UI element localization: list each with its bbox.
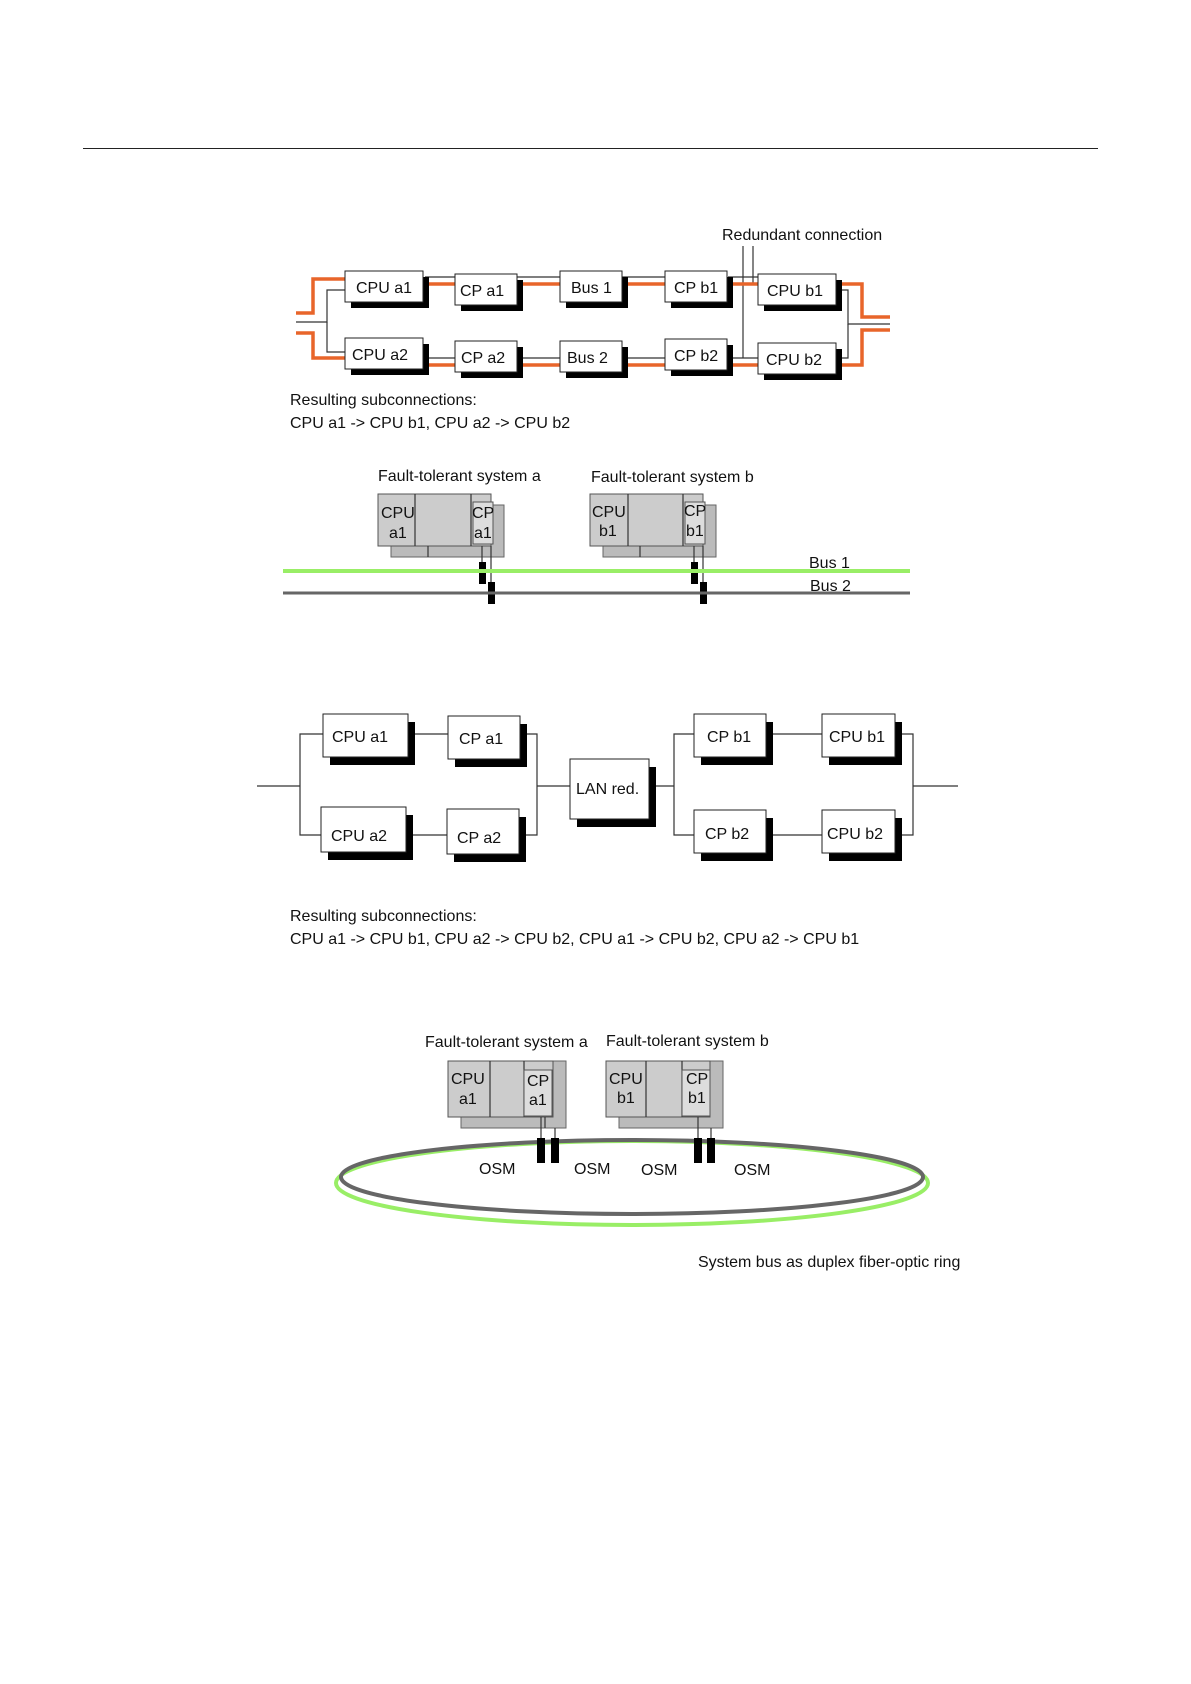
box-label: CP b2 (705, 826, 749, 843)
box-cp-b2: CP b2 (664, 338, 733, 376)
box-label: CP a1 (459, 731, 503, 748)
fig1-caption-line-1: Resulting subconnections: (290, 392, 477, 409)
box-cp-b1: CP b1 (664, 270, 733, 308)
box-cpu-b2: CPU b2 (757, 342, 842, 380)
box-cpu-a1: CPU a1 (322, 713, 415, 765)
path-right-bottom (835, 328, 890, 367)
box-label: Bus 2 (567, 350, 608, 367)
box-cp-a2: CP a2 (446, 808, 526, 862)
figure-lan-redundant: CPU a1 CP a1 CPU a2 CP a2 LAN red. CP b1 (257, 713, 958, 862)
rack-b-cpu-label: CPU (609, 1071, 643, 1088)
thin-left-top (296, 289, 345, 323)
rack-b-cp-label: CP (684, 503, 706, 520)
box-label: CPU a1 (332, 729, 388, 746)
path-left-top (296, 277, 345, 315)
box-label: Bus 1 (571, 280, 612, 297)
connector-a-1 (537, 1138, 545, 1163)
box-label: CPU a2 (331, 828, 387, 845)
box-cp-a1: CP a1 (447, 715, 527, 767)
box-bus-1: Bus 1 (559, 270, 628, 308)
rack-system-b: CPU b1 CP b1 (589, 493, 717, 558)
system-a-label: Fault-tolerant system a (425, 1034, 588, 1051)
system-a-label: Fault-tolerant system a (378, 468, 541, 485)
rack-a-cp-label: CP (472, 505, 494, 522)
rack-b-cp-label-2: b1 (686, 523, 704, 540)
connector-b-1 (694, 1138, 702, 1163)
box-label: CP a2 (461, 350, 505, 367)
box-label: CPU b1 (829, 729, 885, 746)
rack-b-cp-label-2: b1 (688, 1090, 706, 1107)
box-label: LAN red. (576, 781, 639, 798)
bus-2-label: Bus 2 (810, 578, 851, 595)
fig3-caption-line-2: CPU a1 -> CPU b1, CPU a2 -> CPU b2, CPU … (290, 931, 860, 948)
box-label: CPU a2 (352, 347, 408, 364)
box-label: CPU a1 (356, 280, 412, 297)
rack-system-a: CPU a1 CP a1 (377, 493, 505, 558)
fig3-caption-line-1: Resulting subconnections: (290, 908, 477, 925)
rack-b-cpu-label-2: b1 (599, 523, 617, 540)
box-cp-b1: CP b1 (693, 713, 773, 765)
box-cpu-b1: CPU b1 (757, 273, 842, 311)
rack-a-cp-label-2: a1 (529, 1092, 547, 1109)
box-label: CP b1 (674, 280, 718, 297)
box-cp-b2: CP b2 (693, 809, 773, 861)
rack-a-cpu-label: CPU (381, 505, 415, 522)
rack-system-a: CPU a1 CP a1 (447, 1060, 567, 1129)
system-b-label: Fault-tolerant system b (591, 469, 754, 486)
osm-label-3: OSM (641, 1162, 677, 1179)
path-right-top (835, 282, 890, 319)
box-cpu-a1: CPU a1 (344, 270, 429, 308)
box-lan-red: LAN red. (569, 758, 656, 827)
rack-a-cp-label-2: a1 (474, 525, 492, 542)
rack-a-cpu-label: CPU (451, 1071, 485, 1088)
connector-a-2 (551, 1138, 559, 1163)
fig1-caption-line-2: CPU a1 -> CPU b1, CPU a2 -> CPU b2 (290, 415, 571, 432)
box-label: CP b1 (707, 729, 751, 746)
box-label: CPU b1 (767, 283, 823, 300)
box-bus-2: Bus 2 (559, 340, 628, 378)
box-cpu-a2: CPU a2 (320, 806, 413, 860)
figure-bus-system: Fault-tolerant system a Fault-tolerant s… (283, 468, 910, 604)
figure-redundant-connection: Redundant connection CPU a1 (296, 227, 890, 380)
thin-left-bottom (326, 322, 345, 353)
box-label: CPU b2 (827, 826, 883, 843)
box-cpu-b2: CPU b2 (821, 809, 902, 861)
rack-b-cpu-label: CPU (592, 504, 626, 521)
box-cp-a2: CP a2 (454, 340, 523, 378)
rack-b-cp-label: CP (686, 1071, 708, 1088)
rack-system-b: CPU b1 CP b1 (605, 1060, 724, 1129)
fig4-caption: System bus as duplex fiber-optic ring (698, 1254, 961, 1271)
rack-a-cp-label: CP (527, 1073, 549, 1090)
ring-inner (339, 1138, 925, 1216)
box-label: CP b2 (674, 348, 718, 365)
bus-1-label: Bus 1 (809, 555, 850, 572)
box-cp-a1: CP a1 (454, 273, 523, 311)
rack-a-cpu-label-2: a1 (389, 525, 407, 542)
osm-label-1: OSM (479, 1161, 515, 1178)
osm-label-2: OSM (574, 1161, 610, 1178)
path-left-bottom (296, 331, 345, 360)
connector-b-2 (707, 1138, 715, 1163)
osm-label-4: OSM (734, 1162, 770, 1179)
box-label: CP a1 (460, 283, 504, 300)
box-label: CP a2 (457, 830, 501, 847)
system-b-label: Fault-tolerant system b (606, 1033, 769, 1050)
figure-fiber-ring: Fault-tolerant system a Fault-tolerant s… (334, 1033, 930, 1227)
box-cpu-b1: CPU b1 (821, 713, 902, 765)
header-rule (83, 148, 1098, 149)
rack-a-cpu-label-2: a1 (459, 1091, 477, 1108)
box-label: CPU b2 (766, 352, 822, 369)
redundant-connection-label: Redundant connection (722, 227, 882, 244)
rack-b-cpu-label-2: b1 (617, 1090, 635, 1107)
box-cpu-a2: CPU a2 (344, 337, 429, 375)
